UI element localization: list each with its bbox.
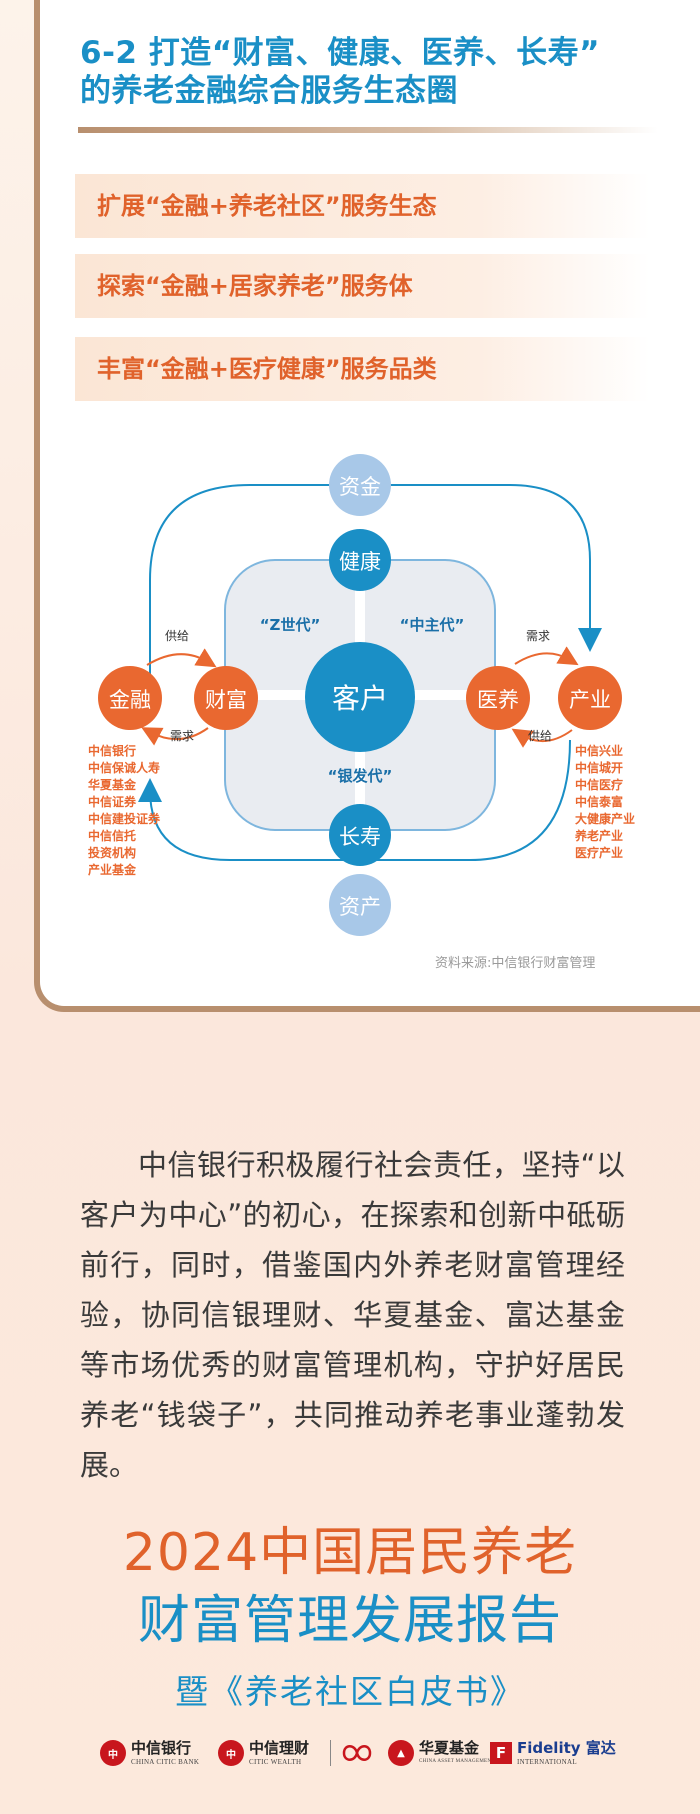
citic-bank-cn: 中信银行 xyxy=(131,1738,192,1757)
left-supply-arrow xyxy=(146,648,217,668)
list-item: 中信兴业 xyxy=(575,743,623,758)
node-wealth xyxy=(194,666,258,730)
segment-silver: “银发代” xyxy=(328,767,393,785)
label-left-demand: 需求 xyxy=(170,729,194,743)
service-pill-medical: 丰富“金融+医疗健康”服务品类 xyxy=(75,337,650,401)
label-assets: 资产 xyxy=(339,895,381,919)
node-client xyxy=(305,642,415,752)
list-item: 中信建投证券 xyxy=(88,811,161,826)
label-funds: 资金 xyxy=(339,475,381,499)
label-elderly-care: 医养 xyxy=(477,688,519,712)
citic-wealth-logo: 中 中信理财 CITIC WEALTH xyxy=(218,1733,309,1773)
report-title-line-2: 财富管理发展报告 xyxy=(137,1591,562,1651)
report-title-line-1: 2024中国居民养老 xyxy=(122,1523,578,1583)
title-line-1: 6-2 打造“财富、健康、医养、长寿” xyxy=(80,35,601,71)
list-item: 产业基金 xyxy=(88,862,137,877)
infinity-mark-icon xyxy=(342,1745,372,1761)
divider-bar xyxy=(330,1733,331,1773)
partner-mark-logo xyxy=(340,1733,374,1773)
list-item: 中信保诚人寿 xyxy=(88,760,160,775)
china-amc-en: CHINA ASSET MANAGEMENT xyxy=(419,1758,495,1764)
node-funds xyxy=(329,454,391,516)
list-item: 中信泰富 xyxy=(575,794,623,809)
list-item: 中信城开 xyxy=(575,760,623,775)
fidelity-en: Fidelity xyxy=(517,1738,581,1757)
left-demand-arrow xyxy=(141,727,209,746)
china-amc-logo: ▲ 华夏基金 CHINA ASSET MANAGEMENT xyxy=(388,1733,495,1773)
label-health: 健康 xyxy=(339,550,381,574)
service-pill-community: 扩展“金融+养老社区”服务生态 xyxy=(75,174,650,238)
right-supply-arrow xyxy=(511,728,573,748)
label-wealth: 财富 xyxy=(205,688,247,712)
fidelity-f-icon: F xyxy=(490,1742,512,1764)
node-longevity xyxy=(329,804,391,866)
node-health xyxy=(329,529,391,591)
fidelity-cn: 富达 xyxy=(585,1738,616,1757)
outer-flow-top xyxy=(149,484,602,690)
label-finance: 金融 xyxy=(109,688,151,712)
outer-flow-bottom xyxy=(138,739,571,861)
label-left-supply: 供给 xyxy=(165,629,189,643)
body-paragraph: 中信银行积极履行社会责任，坚持“以客户为中心”的初心，在探索和创新中砥砺前行，同… xyxy=(80,1140,625,1490)
citic-wealth-cn: 中信理财 xyxy=(249,1738,310,1757)
list-item: 华夏基金 xyxy=(88,777,137,792)
partner-logos: 中 中信银行 CHINA CITIC BANK 中 中信理财 CITIC WEA… xyxy=(100,1733,620,1773)
china-amc-emblem-icon: ▲ xyxy=(388,1740,414,1766)
list-item: 中信信托 xyxy=(88,828,136,843)
node-assets xyxy=(329,874,391,936)
citic-emblem-icon: 中 xyxy=(100,1740,126,1766)
node-finance xyxy=(98,666,162,730)
fidelity-logo: F Fidelity 富达 INTERNATIONAL xyxy=(490,1733,616,1773)
label-right-demand: 需求 xyxy=(526,629,550,643)
label-industry: 产业 xyxy=(569,688,611,712)
node-industry xyxy=(558,666,622,730)
source-note: 资料来源:中信银行财富管理 xyxy=(435,956,596,971)
citic-wealth-en: CITIC WEALTH xyxy=(249,1757,302,1766)
title-divider xyxy=(78,127,658,133)
citic-bank-logo: 中 中信银行 CHINA CITIC BANK xyxy=(100,1733,199,1773)
list-item: 中信证券 xyxy=(88,794,137,809)
china-amc-cn: 华夏基金 xyxy=(419,1738,480,1757)
citic-wealth-emblem-icon: 中 xyxy=(218,1740,244,1766)
title-line-2: 的养老金融综合服务生态圈 xyxy=(80,73,458,109)
service-pill-home: 探索“金融+居家养老”服务体 xyxy=(75,254,650,318)
node-elderly-care xyxy=(466,666,530,730)
list-item: 养老产业 xyxy=(574,828,623,843)
segment-gen-z: “Z世代” xyxy=(260,616,321,634)
list-item: 医疗产业 xyxy=(575,845,623,860)
label-longevity: 长寿 xyxy=(339,825,381,849)
body-paragraph-text: 中信银行积极履行社会责任，坚持“以客户为中心”的初心，在探索和创新中砥砺前行，同… xyxy=(80,1148,625,1482)
label-right-supply: 供给 xyxy=(528,729,552,743)
list-item: 中信医疗 xyxy=(575,777,623,792)
list-item: 投资机构 xyxy=(88,845,136,860)
citic-bank-en: CHINA CITIC BANK xyxy=(131,1757,200,1766)
ecosystem-diagram: 资金 资产 健康 长寿 客户 金融 财富 医养 产业 “Z世代” “中主代” “… xyxy=(88,454,635,936)
right-demand-arrow xyxy=(514,646,579,666)
list-item: 中信银行 xyxy=(88,743,136,758)
report-subtitle: 暨《养老社区白皮书》 xyxy=(175,1672,525,1711)
fidelity-sub: INTERNATIONAL xyxy=(517,1757,577,1766)
label-client: 客户 xyxy=(332,682,388,715)
page-title: 6-2 打造“财富、健康、医养、长寿” 的养老金融综合服务生态圈 xyxy=(80,34,680,110)
list-item: 大健康产业 xyxy=(575,811,635,826)
segment-middle: “中主代” xyxy=(400,616,465,634)
